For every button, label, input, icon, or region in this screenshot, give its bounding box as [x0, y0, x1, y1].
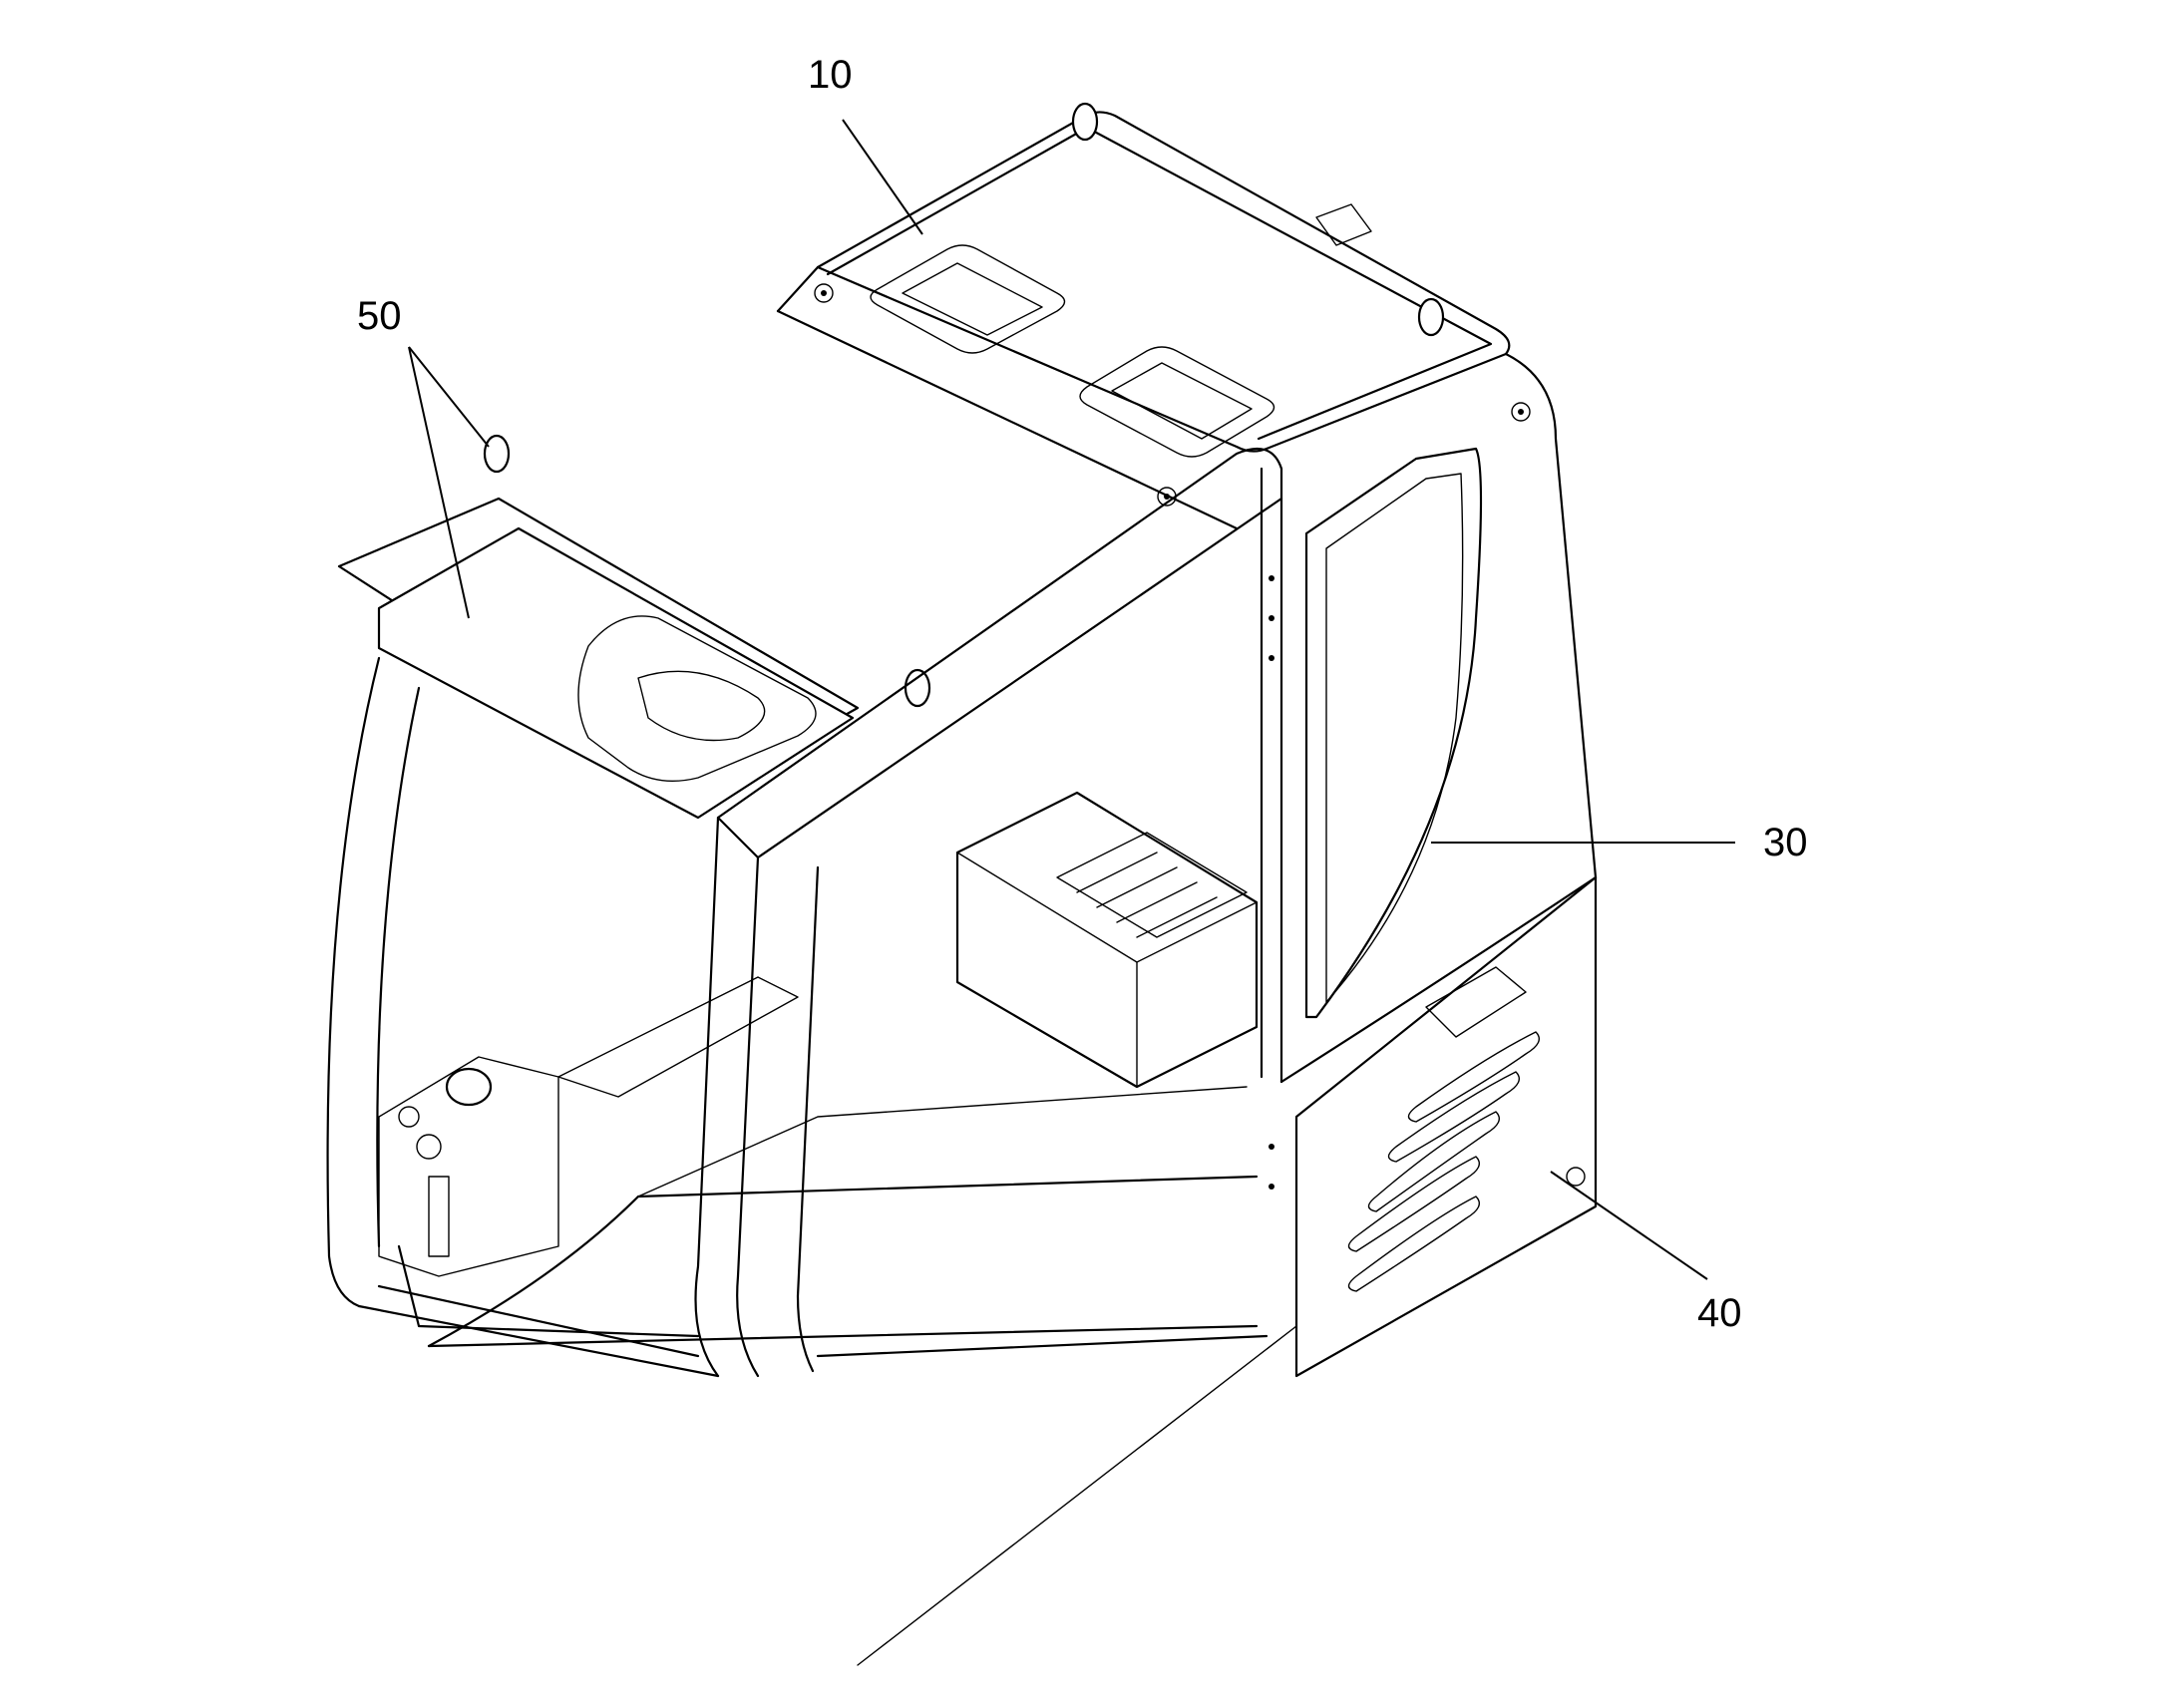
callout-50: 50 [357, 294, 402, 338]
callout-30: 30 [1763, 821, 1808, 864]
leader-40 [1550, 1171, 1708, 1280]
leader-10 [842, 119, 923, 235]
callout-10: 10 [808, 53, 853, 97]
roof-panel [483, 102, 1598, 879]
leader-lines [408, 119, 1735, 1280]
left-console [378, 976, 799, 1277]
floor [427, 1086, 1297, 1666]
left-frame [326, 656, 720, 1378]
seat-base [955, 791, 1259, 1089]
leader-50-a [408, 346, 490, 448]
leader-50-b [408, 346, 470, 619]
callout-labels: 10 50 30 40 [357, 53, 1808, 1335]
sun-visor [337, 497, 860, 820]
side-vent-panel [1294, 875, 1598, 1378]
side-window [1260, 447, 1598, 1190]
callout-40: 40 [1697, 1291, 1742, 1335]
front-beam [694, 447, 1283, 1378]
